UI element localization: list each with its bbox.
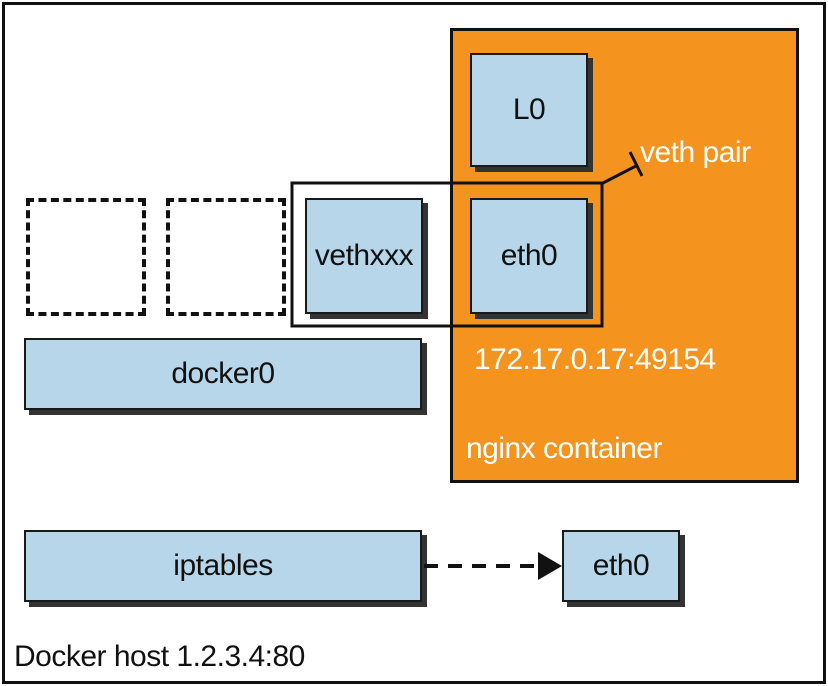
vethxxx-label: vethxxx xyxy=(314,239,414,272)
lo-interface-box: L0 xyxy=(470,53,588,167)
container-eth0-box: eth0 xyxy=(470,198,588,314)
docker0-bridge-box: docker0 xyxy=(24,338,422,410)
docker-host-label: Docker host 1.2.3.4:80 xyxy=(14,640,305,673)
container-eth0-label: eth0 xyxy=(500,239,558,272)
vethxxx-interface-box: vethxxx xyxy=(305,198,423,314)
container-name-label: nginx container xyxy=(466,432,662,465)
docker0-label: docker0 xyxy=(171,357,275,390)
placeholder-interface-2 xyxy=(166,198,286,316)
lo-label: L0 xyxy=(512,93,546,126)
iptables-box: iptables xyxy=(24,530,422,602)
host-eth0-box: eth0 xyxy=(562,530,680,602)
iptables-label: iptables xyxy=(173,549,273,582)
veth-pair-label: veth pair xyxy=(640,136,751,169)
container-address-label: 172.17.0.17:49154 xyxy=(474,343,716,376)
host-eth0-label: eth0 xyxy=(592,549,650,582)
placeholder-interface-1 xyxy=(26,198,146,316)
